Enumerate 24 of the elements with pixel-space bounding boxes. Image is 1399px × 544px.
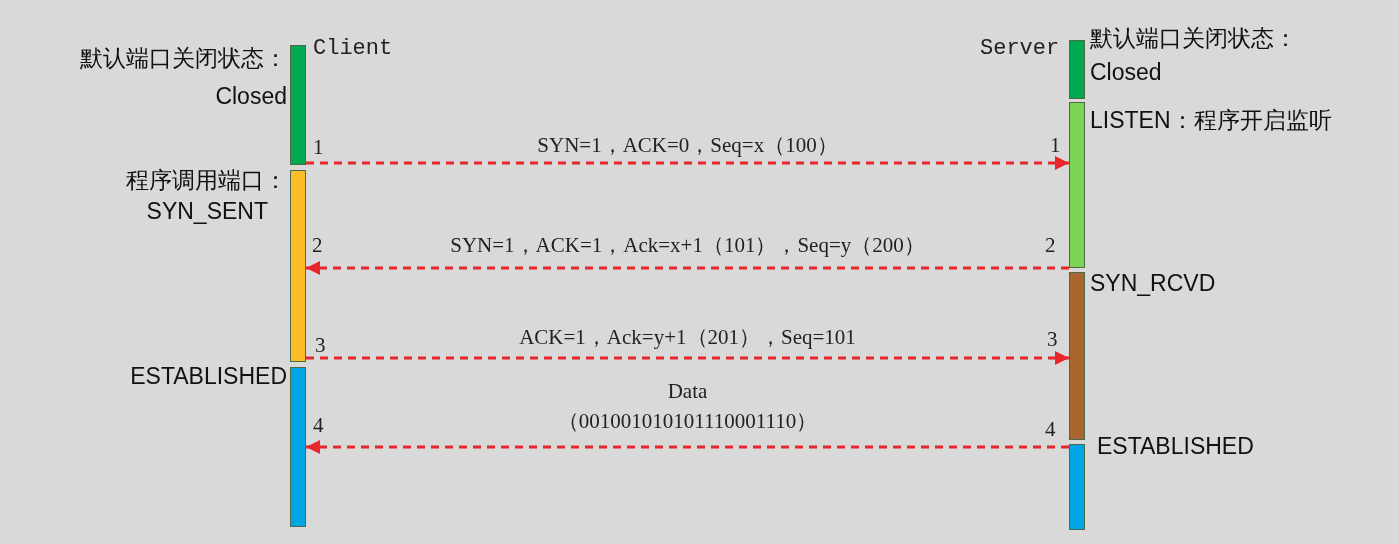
state-label: SYN_SENT — [146, 197, 268, 225]
lifeline-name: Server — [980, 36, 1060, 62]
state-label: SYN_RCVD — [1090, 269, 1216, 297]
state-label: LISTEN：程序开启监听 — [1090, 106, 1332, 134]
state-label: 默认端口关闭状态： — [80, 44, 287, 72]
dashed-arrow — [306, 440, 1069, 454]
state-label: ESTABLISHED — [1097, 432, 1254, 460]
step-number: 4 — [1045, 416, 1056, 442]
dashed-arrow — [306, 261, 1069, 275]
dashed-arrow — [306, 156, 1069, 170]
state-label: Closed — [215, 82, 287, 110]
lifeline-name: Client — [313, 36, 393, 62]
step-number: 1 — [313, 134, 324, 160]
state-label: ESTABLISHED — [130, 362, 287, 390]
state-label: 默认端口关闭状态： — [1090, 24, 1297, 52]
state-label: 程序调用端口： — [126, 166, 287, 194]
step-number: 3 — [315, 332, 326, 358]
step-number: 2 — [1045, 232, 1056, 258]
step-number: 4 — [313, 412, 324, 438]
state-label: Closed — [1090, 58, 1162, 86]
dashed-arrow — [306, 351, 1069, 365]
step-number: 1 — [1050, 132, 1061, 158]
step-number: 3 — [1047, 326, 1058, 352]
step-number: 2 — [312, 232, 323, 258]
